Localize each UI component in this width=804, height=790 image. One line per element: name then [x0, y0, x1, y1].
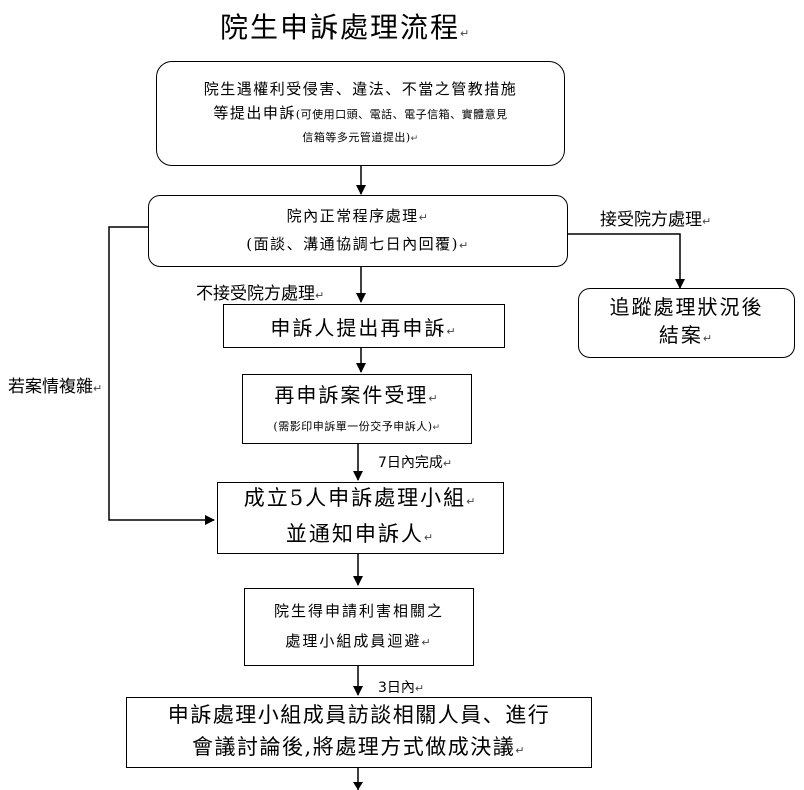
complaint-line3: 信箱等多元管道提出)↵ [302, 131, 419, 144]
label-complex-case: 若案情複雜↵ [8, 377, 103, 397]
complaint-line2: 等提出申訴(可使用口頭、電話、電子信箱、實體意見 [213, 104, 508, 122]
internal-process-box: 院內正常程序處理↵ (面談、溝通協調七日內回覆)↵ [148, 195, 568, 267]
label-accept-handling: 接受院方處理↵ [600, 210, 712, 230]
recusal-line2: 處理小組成員迴避↵ [285, 632, 433, 650]
page-title: 院生申訴處理流程↵ [220, 11, 472, 44]
complaint-line1: 院生遇權利受侵害、違法、不當之管教措施 [203, 80, 518, 98]
recusal-box: 院生得申請利害相關之 處理小組成員迴避↵ [244, 588, 474, 666]
complaint-box: 院生遇權利受侵害、違法、不當之管教措施 等提出申訴(可使用口頭、電話、電子信箱、… [156, 61, 565, 166]
panel-line1: 成立5人申訴處理小組↵ [243, 486, 478, 510]
label-seven-days: 7日內完成↵ [378, 455, 453, 471]
reappeal-line1: 申訴人提出再申訴↵ [270, 315, 458, 340]
panel-line2: 並通知申訴人↵ [285, 522, 436, 546]
internal-line1: 院內正常程序處理↵ [286, 207, 430, 225]
tracking-line1: 追蹤處理狀況後 [609, 295, 764, 319]
reappeal-box: 申訴人提出再申訴↵ [223, 304, 505, 348]
recusal-line1: 院生得申請利害相關之 [273, 602, 444, 620]
tracking-line2: 結案↵ [658, 323, 715, 347]
label-not-accept: 不接受院方處理↵ [196, 284, 325, 304]
arrow-complex-to-panel [108, 226, 215, 525]
accept-line1: 再申訴案件受理↵ [274, 382, 440, 407]
resolution-box: 申訴處理小組成員訪談相關人員、進行 會議討論後,將處理方式做成決議↵ [126, 697, 592, 768]
resolution-line2: 會議討論後,將處理方式做成決議↵ [192, 734, 526, 759]
page-title-text: 院生申訴處理流程 [220, 11, 461, 44]
label-three-days: 3日內↵ [378, 680, 425, 696]
arrow-internal-to-tracking [567, 233, 685, 289]
reappeal-accept-box: 再申訴案件受理↵ (需影印申訴單一份交予申訴人)↵ [242, 374, 472, 444]
internal-line2: (面談、溝通協調七日內回覆)↵ [246, 235, 470, 253]
tracking-close-box: 追蹤處理狀況後 結案↵ [578, 288, 795, 358]
accept-line2: (需影印申訴單一份交予申訴人)↵ [273, 419, 441, 433]
resolution-line1: 申訴處理小組成員訪談相關人員、進行 [167, 702, 551, 727]
panel-formation-box: 成立5人申訴處理小組↵ 並通知申訴人↵ [217, 482, 504, 554]
